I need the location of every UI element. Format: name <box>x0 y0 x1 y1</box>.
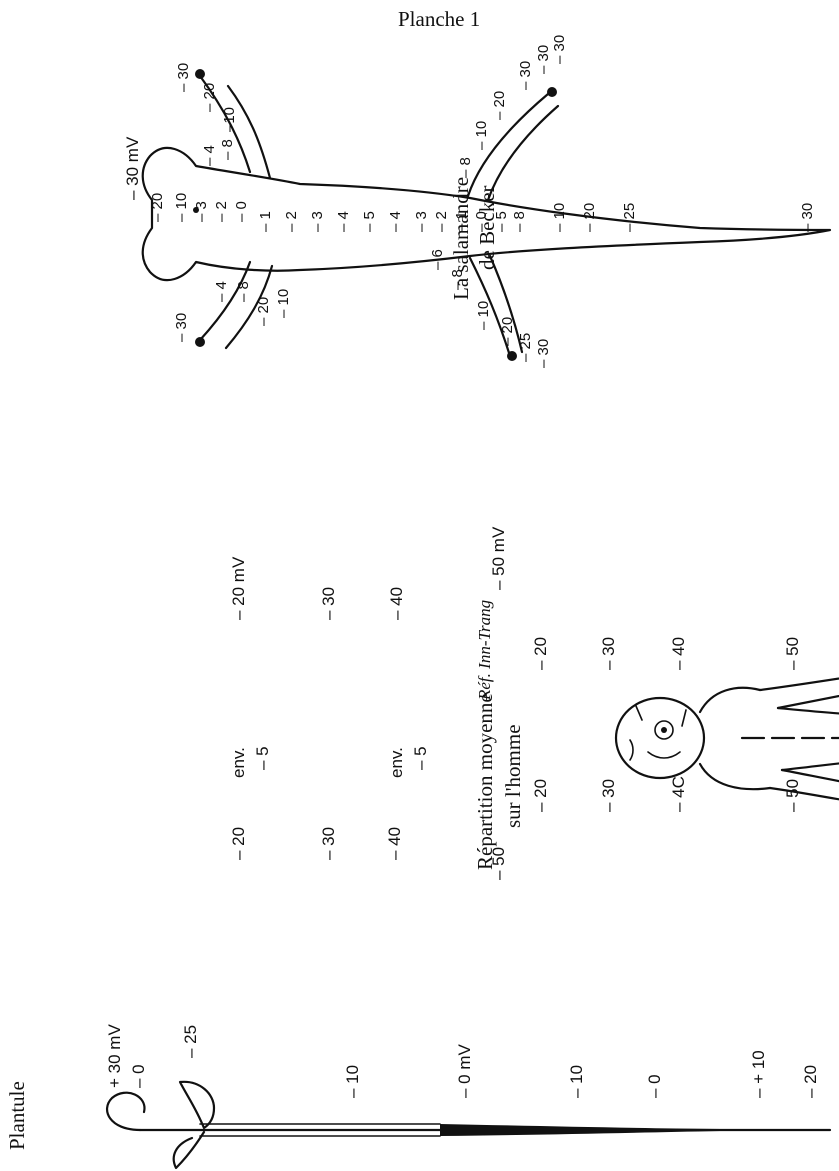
sal-l-1: – 30 <box>175 63 192 92</box>
plant-curl-mark <box>107 1093 144 1130</box>
plant-leaf-bottom <box>174 1132 204 1168</box>
sal-l-3: –10 <box>221 107 238 132</box>
human-val-5: – 20 <box>531 637 550 670</box>
sal-foot-4 <box>507 351 517 361</box>
sal-bl-5: – 30 <box>173 313 190 342</box>
sal-bl-10: – 25 <box>517 333 534 362</box>
sal-l-5: – 8 <box>219 139 236 160</box>
sal-body-21: – 30 <box>799 203 816 232</box>
sal-head-label: – 30 mV <box>123 136 142 200</box>
arm-left-outer <box>770 788 839 812</box>
sal-body-8: – 3 <box>309 211 326 232</box>
plant-val-9: – 20 <box>801 1065 820 1098</box>
human-group: Répartition moyenne sur l'homme Réf. Inn… <box>229 526 839 880</box>
sal-body-18: – 10 <box>551 203 568 232</box>
sal-l-10: – 30 <box>535 45 552 74</box>
face-features <box>630 706 686 760</box>
plant-val-2: – 0 <box>129 1064 148 1088</box>
human-caption-1: Répartition moyenne <box>473 693 497 870</box>
sal-body-7: – 2 <box>283 211 300 232</box>
salamander-group: La salamandre de Becker – 30 mV – 30 – 2… <box>123 35 830 368</box>
human-val-7: – 40 <box>669 637 688 670</box>
sal-l-7: – 10 <box>473 121 490 150</box>
sal-bl-11: – 30 <box>535 339 552 368</box>
sal-body-10: – 5 <box>361 211 378 232</box>
plant-val-7: – 0 <box>645 1074 664 1098</box>
sal-body-20: – 25 <box>621 203 638 232</box>
human-val-12: – 30 <box>319 827 338 860</box>
plant-val-6: – 10 <box>567 1065 586 1098</box>
human-caption-2: sur l'homme <box>501 724 525 828</box>
human-val-18: – 50 <box>783 779 802 812</box>
sal-body-17: – 8 <box>511 211 528 232</box>
sal-body-6: – 1 <box>257 211 274 232</box>
sal-bl-1: – 4 <box>213 281 230 302</box>
human-val-17: – 4C <box>669 776 688 812</box>
plant-val-4: – 10 <box>343 1065 362 1098</box>
sal-body-14: – 1 <box>453 211 470 232</box>
sal-body-3: – 3 <box>193 201 210 222</box>
shoulder-left <box>700 764 770 789</box>
plant-val-5: – 0 mV <box>455 1043 474 1098</box>
sal-foot-2 <box>195 337 205 347</box>
human-val-16: – 30 <box>599 779 618 812</box>
sal-body-5: – 0 <box>233 201 250 222</box>
sal-l-11: – 30 <box>551 35 568 64</box>
human-val-13: – 40 <box>385 827 404 860</box>
human-val-6: – 30 <box>599 637 618 670</box>
sal-body-1: – 20 <box>149 193 166 222</box>
human-val-11: – 20 <box>229 827 248 860</box>
sal-bl-6: – 8 <box>449 269 466 290</box>
sal-l-4: – 4 <box>201 145 218 166</box>
plant-caption-text: Plantule <box>5 1081 29 1150</box>
sal-bl-3: – 20 <box>255 297 272 326</box>
plant-leaf-top <box>180 1082 214 1128</box>
sal-l-8: – 20 <box>491 91 508 120</box>
plant-val-1: + 30 mV <box>105 1024 124 1088</box>
sal-bl-9: – 20 <box>499 317 516 346</box>
sal-l-2: – 20 <box>201 83 218 112</box>
human-val-8: – 50 <box>783 637 802 670</box>
plant-val-8: – + 10 <box>749 1050 768 1098</box>
human-val-15: – 20 <box>531 779 550 812</box>
plant-val-3: – 25 <box>181 1025 200 1058</box>
sal-foot-1 <box>195 69 205 79</box>
plate-title-text: Planche 1 <box>398 7 480 31</box>
sal-body-12: – 3 <box>413 211 430 232</box>
plant-root-mark <box>440 1124 720 1136</box>
sal-body-13: – 2 <box>433 211 450 232</box>
human-val-1: – 20 mV <box>229 556 248 620</box>
human-val-10: – 5 <box>411 746 430 770</box>
sal-bl-4: – 10 <box>275 289 292 318</box>
human-val-14: – 50 <box>489 847 508 880</box>
eye <box>661 727 667 733</box>
sal-body-9: – 4 <box>335 211 352 232</box>
human-ref: Réf. Inn-Trang <box>475 600 494 701</box>
human-env-2: env. <box>387 747 406 778</box>
sal-body-4: – 2 <box>213 201 230 222</box>
sal-bl-8: – 10 <box>475 301 492 330</box>
sal-body-16: – 5 <box>493 211 510 232</box>
shoulder-right <box>700 688 760 712</box>
sal-body-19: – 20 <box>581 203 598 232</box>
sal-foot-3 <box>547 87 557 97</box>
sal-l-6: – 8 <box>457 157 474 178</box>
plant-group: Plantule + 30 mV – 0 – 25 – 10 – 0 mV – … <box>5 1024 830 1168</box>
leg-left-outer <box>782 758 839 772</box>
human-val-4: – 50 mV <box>489 526 508 590</box>
sal-body-11: – 4 <box>387 211 404 232</box>
human-val-2: – 30 <box>319 587 338 620</box>
human-val-9: – 5 <box>253 746 272 770</box>
sal-bl-2: – 8 <box>235 281 252 302</box>
sal-l-9: – 30 <box>517 61 534 90</box>
sal-bl-7: – 6 <box>429 249 446 270</box>
human-env-1: env. <box>229 747 248 778</box>
sal-body-2: – 10 <box>173 193 190 222</box>
sal-body-15: – 0 <box>473 211 490 232</box>
human-val-3: – 40 <box>387 587 406 620</box>
